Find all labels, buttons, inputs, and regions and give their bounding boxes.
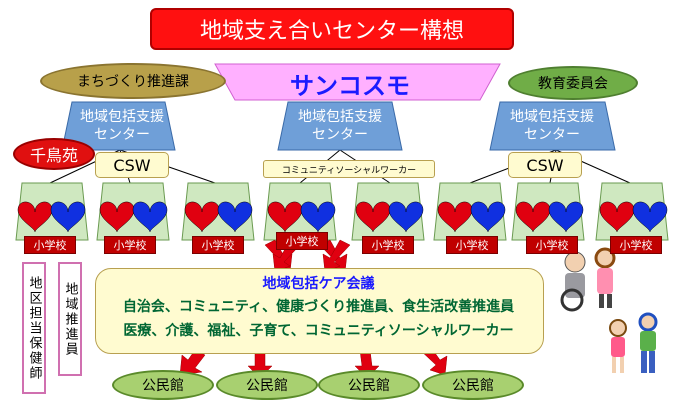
kominkan-oval-4: 公民館 (422, 370, 524, 400)
kominkan-oval-2: 公民館 (216, 370, 318, 400)
page-title: 地域支え合いセンター構想 (150, 8, 514, 50)
center-3-line2: センター (524, 127, 580, 143)
center-label-3: 地域包括支援 センター (502, 108, 602, 144)
school-label-3: 小学校 (192, 236, 244, 254)
care-meeting-line2: 医療、介護、福祉、子育て、コミュニティソーシャルワーカー (123, 323, 514, 339)
machizukuri-oval: まちづくり推進課 (40, 63, 226, 99)
chidorien-oval: 千鳥苑 (13, 138, 95, 170)
center-shape-2 (277, 101, 403, 151)
hearts (17, 201, 668, 233)
care-meeting-box (95, 268, 544, 354)
kominkan-oval-1: 公民館 (112, 370, 214, 400)
school-label-4: 小学校 (276, 232, 328, 250)
center-1-line2: センター (94, 127, 150, 143)
csw-box-left: CSW (95, 152, 169, 178)
school-label-7: 小学校 (526, 236, 578, 254)
csw-box-right: CSW (508, 152, 582, 178)
vertical-box-right: 地域推進員 (58, 262, 82, 376)
center-2-line2: センター (312, 127, 368, 143)
vertical-box-left: 地区担当保健師 (22, 262, 46, 394)
school-label-1: 小学校 (24, 236, 76, 254)
center-label-2: 地域包括支援 センター (290, 108, 390, 144)
center-1-line1: 地域包括支援 (80, 109, 164, 125)
center-shape-3 (489, 101, 616, 151)
school-label-6: 小学校 (446, 236, 498, 254)
school-label-2: 小学校 (104, 236, 156, 254)
kominkan-oval-3: 公民館 (318, 370, 420, 400)
kyouiku-oval: 教育委員会 (508, 66, 638, 100)
sancosmo-band (214, 63, 501, 101)
school-label-8: 小学校 (610, 236, 662, 254)
sancosmo-label: サンコスモ (290, 72, 410, 100)
center-2-line1: 地域包括支援 (298, 109, 382, 125)
care-meeting-line1: 自治会、コミュニティ、健康づくり推進員、食生活改善推進員 (122, 299, 515, 315)
school-label-5: 小学校 (362, 236, 414, 254)
care-meeting-title: 地域包括ケア会議 (262, 276, 375, 292)
center-3-line1: 地域包括支援 (510, 109, 594, 125)
center-label-1: 地域包括支援 センター (72, 108, 172, 144)
center-shape-1 (61, 101, 176, 151)
people-illustration (560, 247, 658, 373)
csw-box-center: コミュニティソーシャルワーカー (263, 160, 435, 178)
